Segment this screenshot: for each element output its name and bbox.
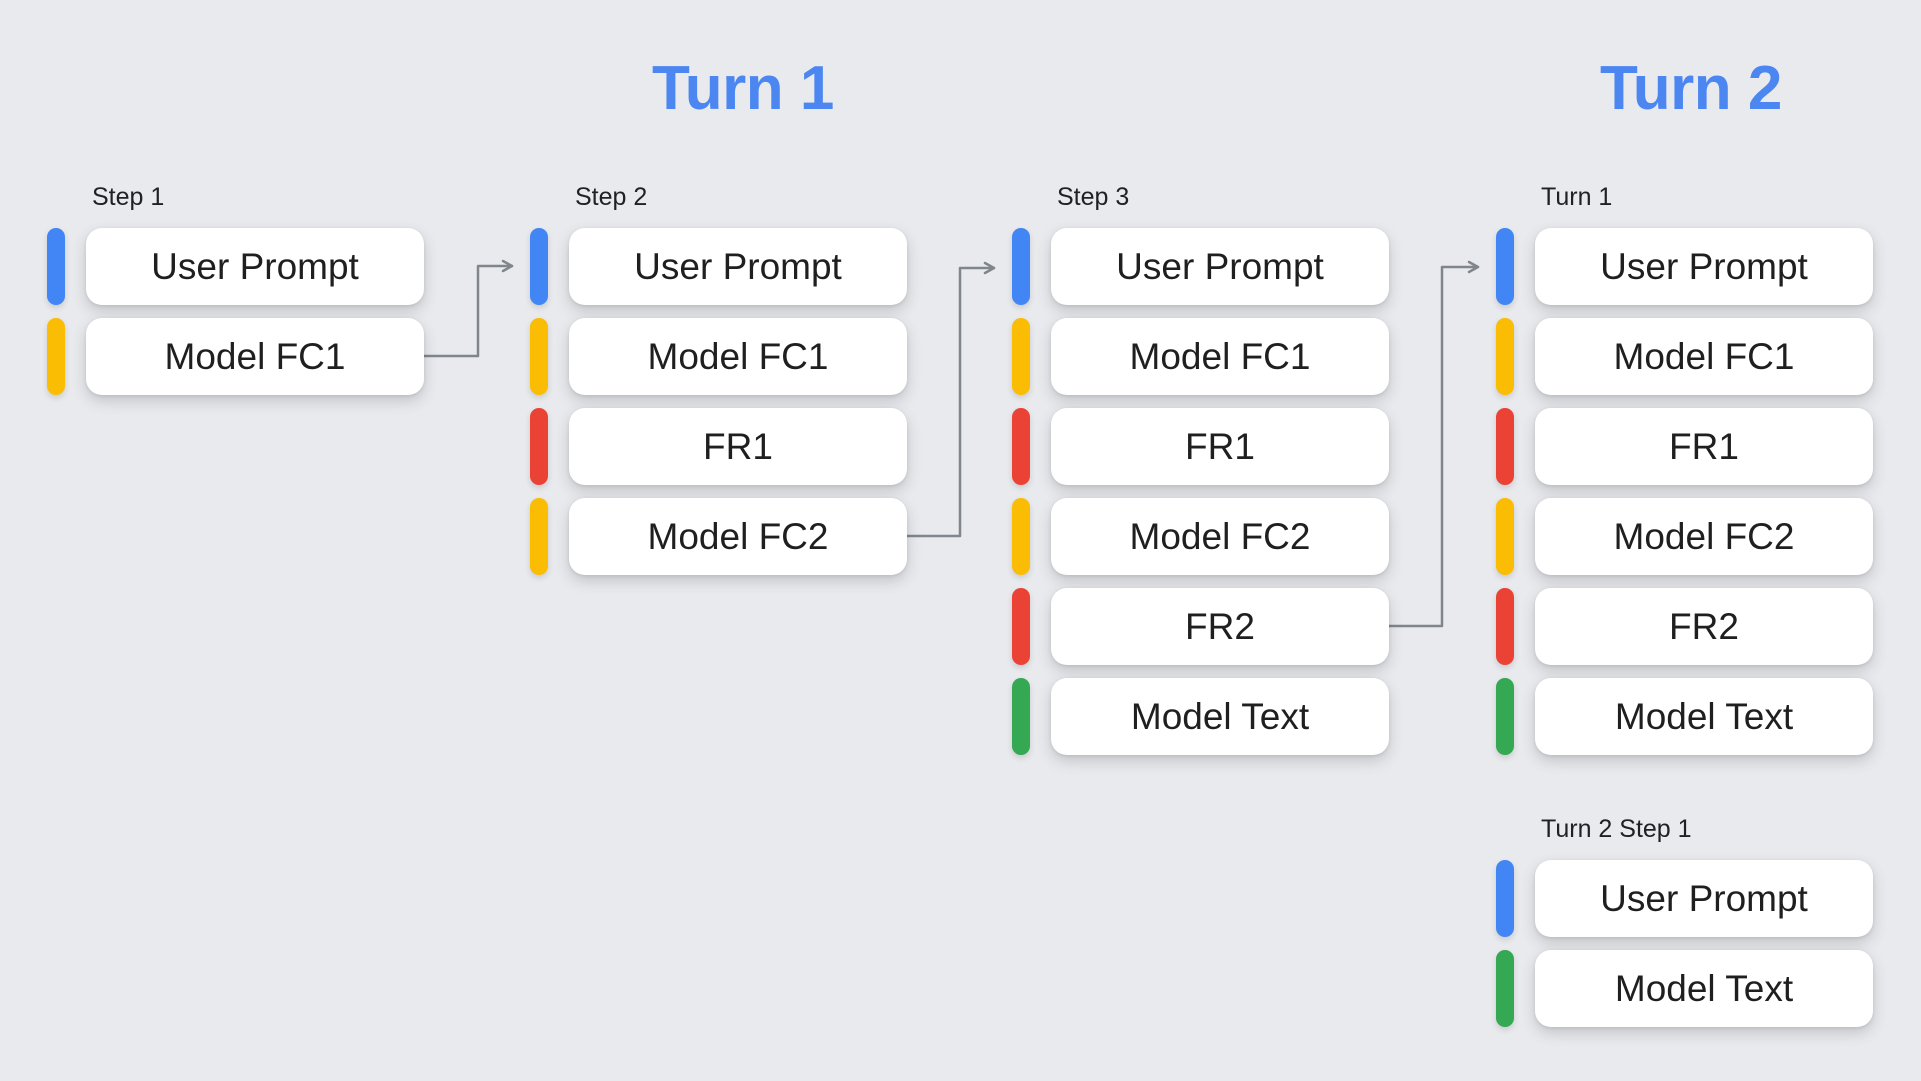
message-row: Model FC2	[1496, 498, 1873, 575]
user-prompt-color-bar	[1012, 228, 1030, 305]
message-box: User Prompt	[1535, 228, 1873, 305]
message-row: Model FC2	[1012, 498, 1389, 575]
turn-1-title: Turn 1	[652, 54, 834, 123]
message-row: User Prompt	[47, 228, 424, 305]
message-row: Model Text	[1012, 678, 1389, 755]
user-prompt-color-bar	[1496, 860, 1514, 937]
message-box: Model Text	[1535, 950, 1873, 1027]
model-function-call-color-bar	[1012, 498, 1030, 575]
message-box: FR1	[1051, 408, 1389, 485]
model-function-call-color-bar	[530, 498, 548, 575]
message-row: User Prompt	[1012, 228, 1389, 305]
function-response-color-bar	[530, 408, 548, 485]
group-label: Turn 2 Step 1	[1541, 815, 1692, 843]
message-box: Model FC1	[86, 318, 424, 395]
message-row: User Prompt	[1496, 860, 1873, 937]
model-function-call-color-bar	[1496, 318, 1514, 395]
message-row: FR2	[1496, 588, 1873, 665]
group-label: Step 2	[575, 183, 648, 211]
function-response-color-bar	[1496, 588, 1514, 665]
model-function-call-color-bar	[1012, 318, 1030, 395]
message-row: Model FC1	[47, 318, 424, 395]
message-box: FR1	[1535, 408, 1873, 485]
model-text-color-bar	[1496, 950, 1514, 1027]
message-box: Model FC2	[1535, 498, 1873, 575]
message-row: User Prompt	[530, 228, 907, 305]
message-box: Model FC2	[569, 498, 907, 575]
connector-arrow-step1-to-step2	[422, 259, 514, 358]
function-response-color-bar	[1496, 408, 1514, 485]
message-row: User Prompt	[1496, 228, 1873, 305]
message-box: User Prompt	[569, 228, 907, 305]
message-row: FR1	[530, 408, 907, 485]
group-label: Step 3	[1057, 183, 1130, 211]
message-box: FR2	[1051, 588, 1389, 665]
function-response-color-bar	[1012, 408, 1030, 485]
message-row: Model FC1	[1496, 318, 1873, 395]
user-prompt-color-bar	[47, 228, 65, 305]
message-row: Model Text	[1496, 678, 1873, 755]
model-text-color-bar	[1496, 678, 1514, 755]
message-row: Model Text	[1496, 950, 1873, 1027]
user-prompt-color-bar	[530, 228, 548, 305]
group-label: Step 1	[92, 183, 165, 211]
connector-arrow-step3-to-turn1	[1386, 260, 1480, 628]
message-box: User Prompt	[1051, 228, 1389, 305]
message-box: Model FC1	[1535, 318, 1873, 395]
model-function-call-color-bar	[47, 318, 65, 395]
model-function-call-color-bar	[1496, 498, 1514, 575]
message-box: Model Text	[1051, 678, 1389, 755]
model-function-call-color-bar	[530, 318, 548, 395]
message-box: FR1	[569, 408, 907, 485]
message-box: Model FC1	[569, 318, 907, 395]
message-box: User Prompt	[86, 228, 424, 305]
message-row: FR2	[1012, 588, 1389, 665]
message-row: Model FC2	[530, 498, 907, 575]
message-row: Model FC1	[530, 318, 907, 395]
connector-arrow-step2-to-step3	[904, 261, 996, 538]
message-box: User Prompt	[1535, 860, 1873, 937]
message-box: Model FC2	[1051, 498, 1389, 575]
user-prompt-color-bar	[1496, 228, 1514, 305]
message-row: FR1	[1496, 408, 1873, 485]
message-box: Model Text	[1535, 678, 1873, 755]
function-response-color-bar	[1012, 588, 1030, 665]
message-row: Model FC1	[1012, 318, 1389, 395]
message-box: Model FC1	[1051, 318, 1389, 395]
message-row: FR1	[1012, 408, 1389, 485]
turn-2-title: Turn 2	[1600, 54, 1782, 123]
group-label: Turn 1	[1541, 183, 1613, 211]
message-box: FR2	[1535, 588, 1873, 665]
model-text-color-bar	[1012, 678, 1030, 755]
